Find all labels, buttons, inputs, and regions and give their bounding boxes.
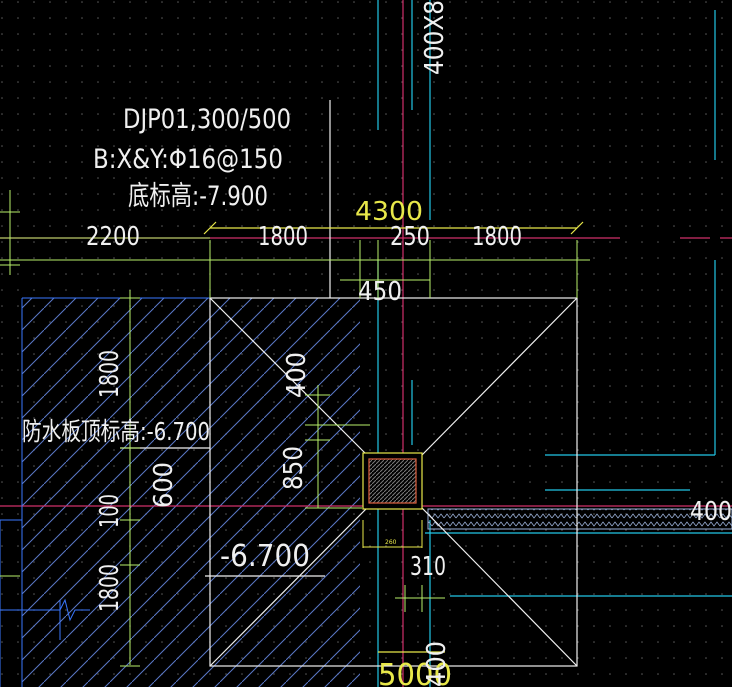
- dim-v-100: 100: [95, 494, 125, 528]
- dim-250: 250: [390, 222, 430, 252]
- dimension-lines-green: [0, 190, 590, 667]
- dimension-top-yellow: [203, 221, 584, 653]
- dim-bottom-400: 400: [422, 641, 452, 687]
- dim-400: 400: [282, 352, 312, 398]
- dim-v-1800-bot: 1800: [95, 564, 125, 612]
- dim-310: 310: [410, 552, 446, 582]
- dim-1800-b: 1800: [472, 222, 522, 252]
- dim-4300: 4300: [355, 197, 423, 227]
- dim-v-1800-top: 1800: [95, 350, 125, 398]
- beam-label-400: 400: [690, 497, 732, 527]
- dim-450: 450: [358, 277, 402, 307]
- dim-v-600: 600: [149, 462, 179, 508]
- dim-5000: 5000: [378, 658, 452, 687]
- column-label: 400X8: [420, 0, 450, 75]
- dim-850: 850: [279, 446, 309, 490]
- waterproof-elevation-label: 防水板顶标高:-6.700: [22, 417, 210, 446]
- beam-zigzag: [427, 508, 732, 530]
- bottom-elevation: 底标高:-7.900: [128, 181, 268, 212]
- column-small-dim: 260: [385, 539, 397, 546]
- annotation-block: DJP01,300/500 B:X&Y:Φ16@150 底标高:-7.900: [93, 104, 291, 212]
- waterproof-slab-hatch: [22, 298, 360, 687]
- dimension-texts: 2200 1800 250 1800 450 310 400: [86, 222, 732, 582]
- rebar-spec: B:X&Y:Φ16@150: [93, 144, 283, 175]
- foundation-outline: [120, 100, 578, 667]
- foundation-name: DJP01,300/500: [123, 104, 291, 135]
- dim-1800-a: 1800: [258, 222, 308, 252]
- slab-elevation-label: -6.700: [220, 539, 310, 574]
- dim-2200: 2200: [86, 222, 140, 252]
- rotated-dimension-texts: 400X8 1800 600 100 1800 400 850 400: [95, 0, 452, 687]
- column[interactable]: [362, 452, 423, 548]
- blue-outlines: [0, 297, 210, 687]
